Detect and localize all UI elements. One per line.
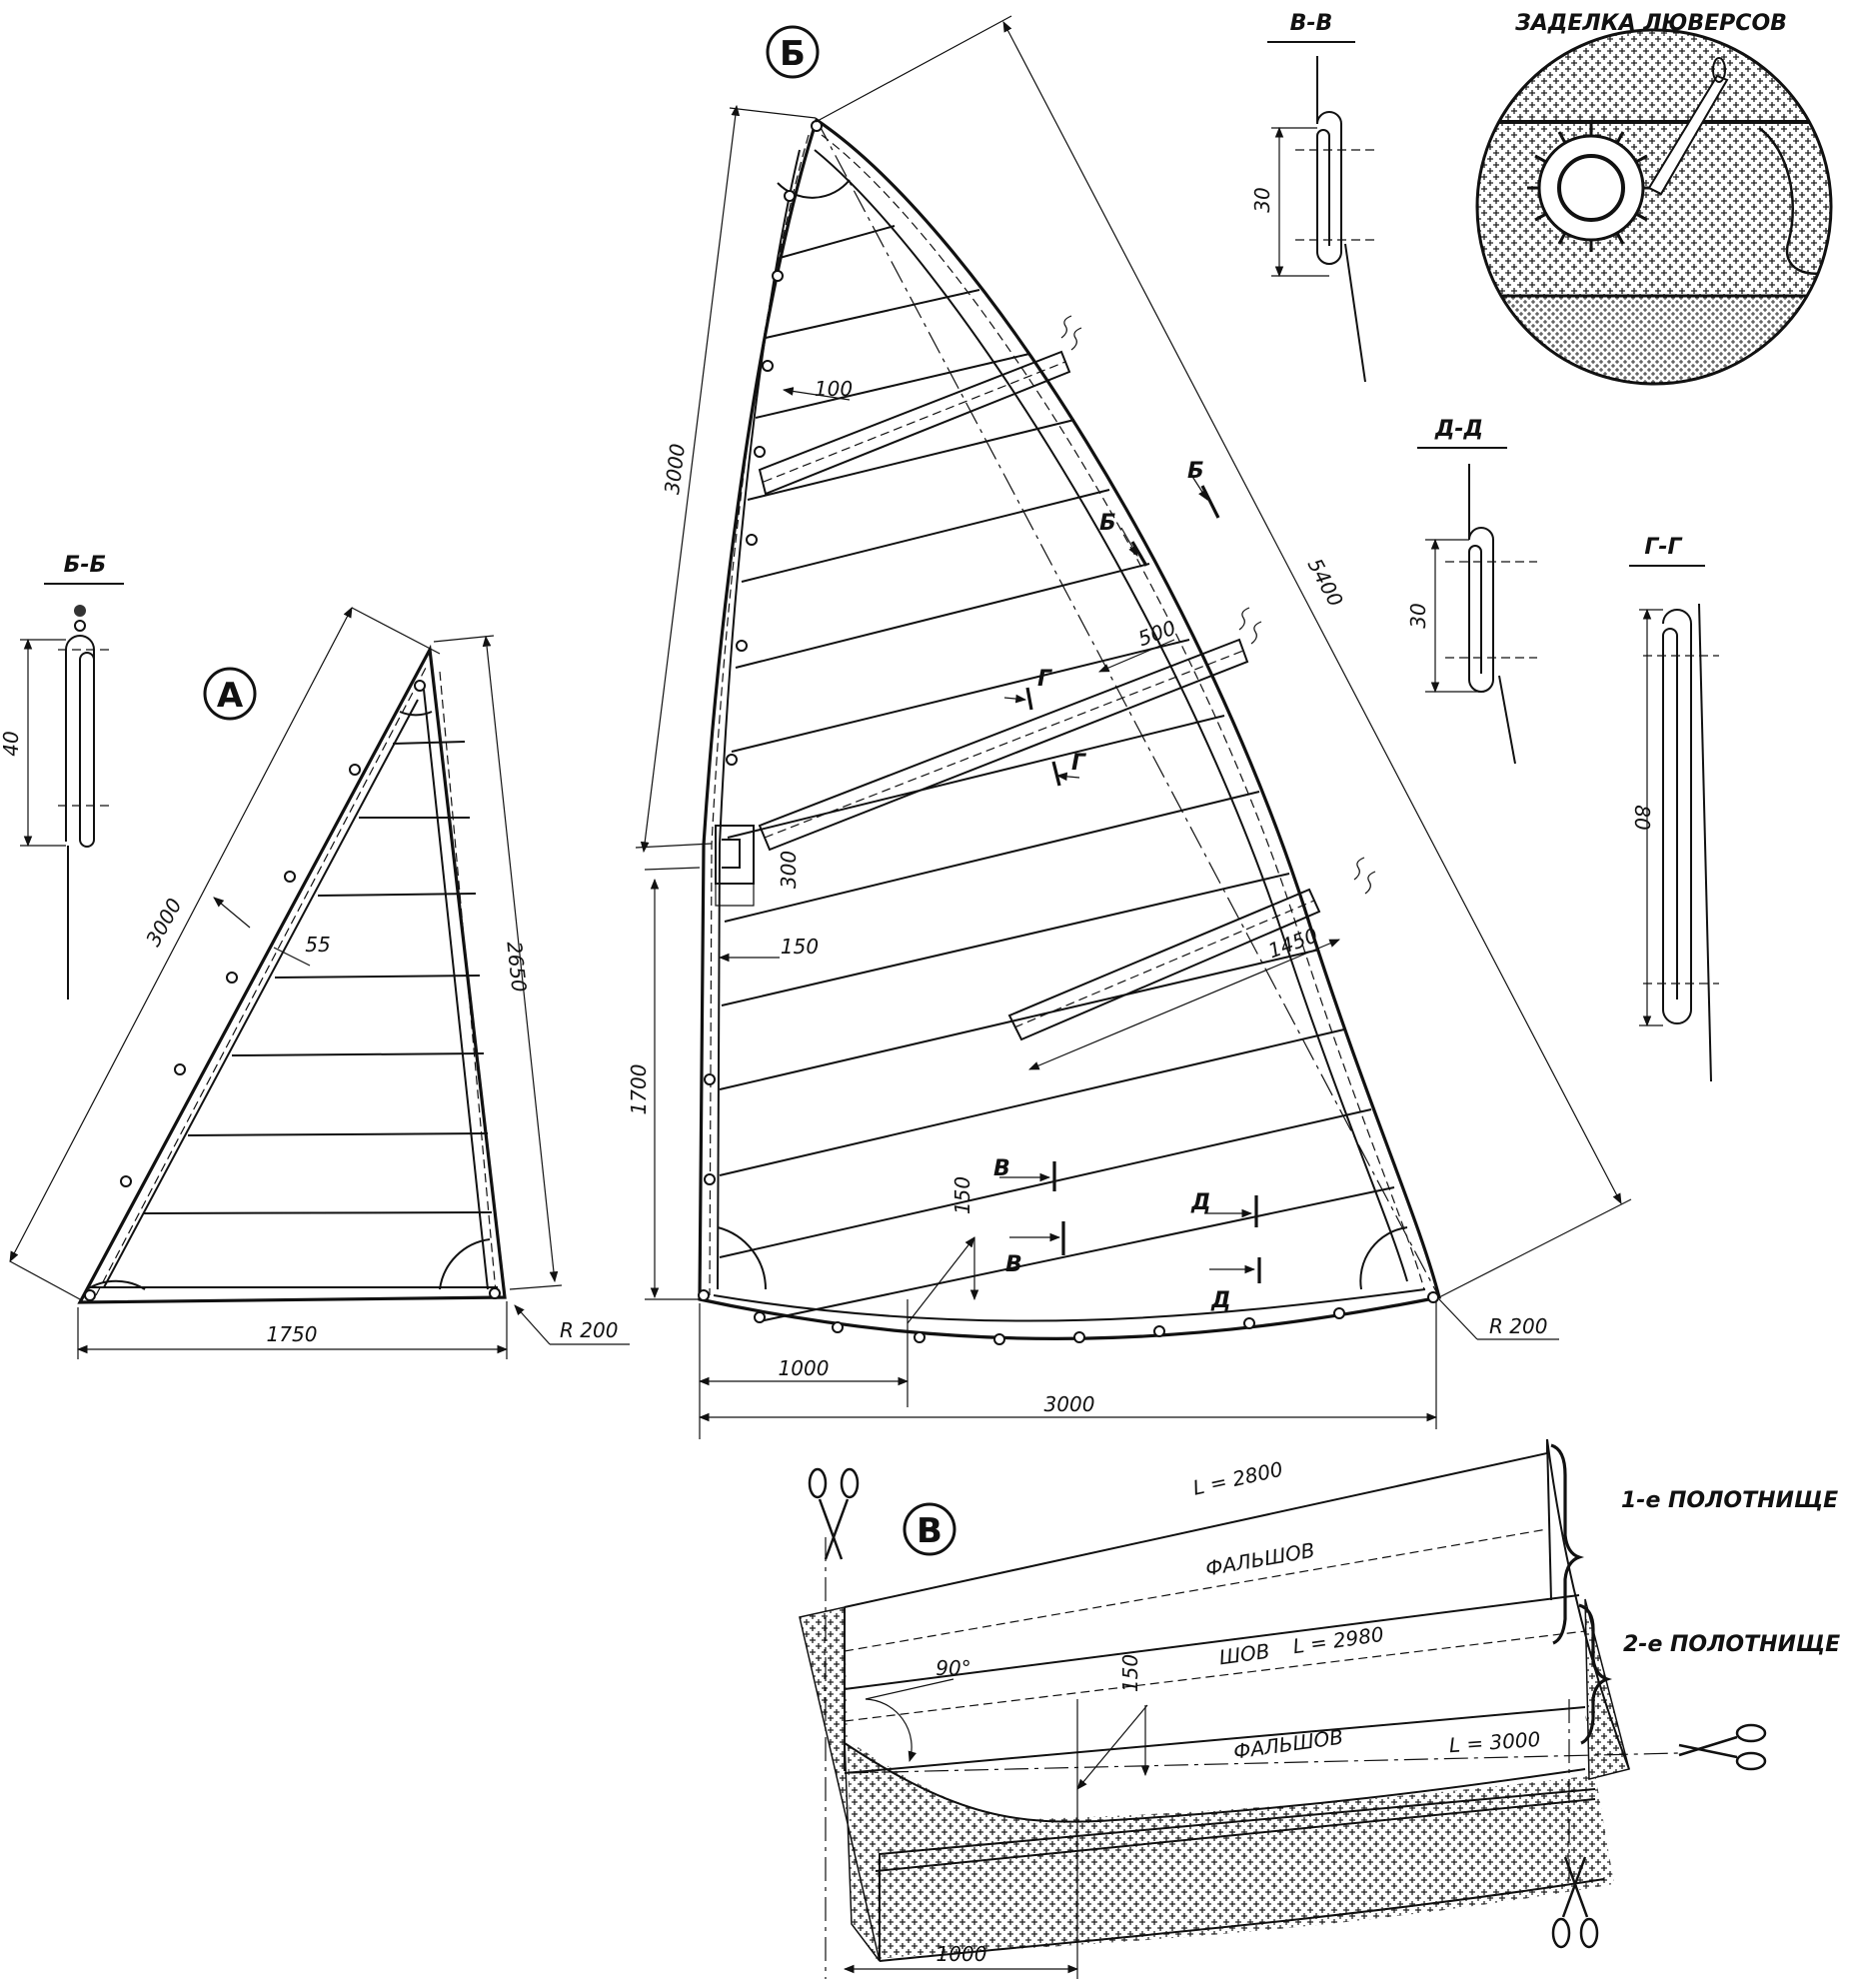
panel-2-label: 2-е ПОЛОТНИЩЕ bbox=[1623, 1632, 1840, 1657]
panel-seam-label: ШОВ bbox=[1217, 1639, 1271, 1670]
panel-length-1: L = 2800 bbox=[1190, 1457, 1285, 1500]
panel-length-2: L = 2980 bbox=[1291, 1622, 1385, 1659]
section-vv-dim: 30 bbox=[1250, 187, 1274, 212]
sail-a: А 3000 2650 1750 55 R 200 bbox=[9, 607, 630, 1359]
mark-g-upper: Г bbox=[1037, 667, 1052, 692]
section-dd-dim: 30 bbox=[1406, 603, 1430, 628]
mark-g-lower: Г bbox=[1071, 751, 1086, 776]
sail-b-luff-lower-dim: 1700 bbox=[627, 1064, 651, 1115]
sail-b-window-h-dim: 300 bbox=[777, 851, 801, 889]
sail-a-batten-dim: 55 bbox=[305, 933, 330, 957]
mark-d-upper: Д bbox=[1190, 1190, 1211, 1215]
sail-b-batten-dim: 100 bbox=[815, 377, 853, 401]
mark-v-upper: В bbox=[993, 1156, 1010, 1181]
sail-b: Б 3000 1700 5400 3000 1000 100 500 1450 … bbox=[627, 15, 1632, 1439]
sail-b-pocket-long-dim: 500 bbox=[1135, 616, 1179, 652]
panel-falsh-2: ФАЛЬШОВ bbox=[1232, 1724, 1345, 1763]
sail-b-foot-total-dim: 3000 bbox=[1044, 1392, 1095, 1416]
section-gg: Г-Г 80 bbox=[1629, 535, 1719, 1082]
section-gg-title: Г-Г bbox=[1644, 535, 1682, 560]
section-vv: В-В 30 bbox=[1250, 11, 1377, 383]
section-dd-title: Д-Д bbox=[1434, 417, 1483, 442]
section-vv-title: В-В bbox=[1290, 11, 1333, 36]
sail-a-leech-dim: 2650 bbox=[502, 941, 531, 994]
sail-b-pocket-lower-dim: 1450 bbox=[1265, 923, 1321, 963]
sail-a-radius-dim: R 200 bbox=[560, 1318, 618, 1342]
panel-layout: В L = 2800 ФАЛЬШОВ ШОВ L = 2980 ФАЛЬШОВ … bbox=[799, 1438, 1840, 1979]
panel-falsh-1: ФАЛЬШОВ bbox=[1203, 1538, 1316, 1581]
panel-offset-dim: 1000 bbox=[936, 1942, 987, 1966]
panel-curve-dim: 150 bbox=[1118, 1654, 1142, 1692]
panel-length-3: L = 3000 bbox=[1448, 1727, 1541, 1757]
section-bb-dim: 40 bbox=[0, 731, 23, 756]
sail-a-foot-dim: 1750 bbox=[267, 1322, 318, 1346]
mark-v-lower: В bbox=[1005, 1252, 1022, 1277]
sail-b-leech-dim: 5400 bbox=[1303, 555, 1348, 611]
sail-b-label: Б bbox=[780, 34, 806, 74]
sail-b-foot-part-dim: 1000 bbox=[779, 1356, 830, 1380]
panel-1-label: 1-е ПОЛОТНИЩЕ bbox=[1621, 1488, 1838, 1513]
mark-b-lower: Б bbox=[1099, 511, 1116, 536]
section-gg-dim: 80 bbox=[1630, 805, 1654, 830]
sail-a-label: А bbox=[217, 676, 244, 716]
sail-a-luff-dim: 3000 bbox=[141, 895, 187, 951]
sail-b-foot-curve-dim: 150 bbox=[950, 1176, 974, 1214]
sail-b-luff-upper-dim: 3000 bbox=[660, 442, 690, 495]
panel-angle: 90° bbox=[935, 1656, 970, 1680]
mark-d-lower: Д bbox=[1210, 1288, 1231, 1313]
panel-layout-label: В bbox=[917, 1511, 942, 1551]
section-bb-title: Б-Б bbox=[64, 553, 107, 578]
section-dd: Д-Д 30 bbox=[1406, 417, 1537, 765]
sail-b-window-w-dim: 150 bbox=[781, 935, 819, 959]
section-bb: Б-Б 40 bbox=[0, 553, 124, 999]
grommet-detail: ЗАДЕЛКА ЛЮВЕРСОВ bbox=[1475, 11, 1833, 386]
mark-b-upper: Б bbox=[1187, 459, 1204, 484]
sail-b-radius-dim: R 200 bbox=[1489, 1314, 1547, 1338]
